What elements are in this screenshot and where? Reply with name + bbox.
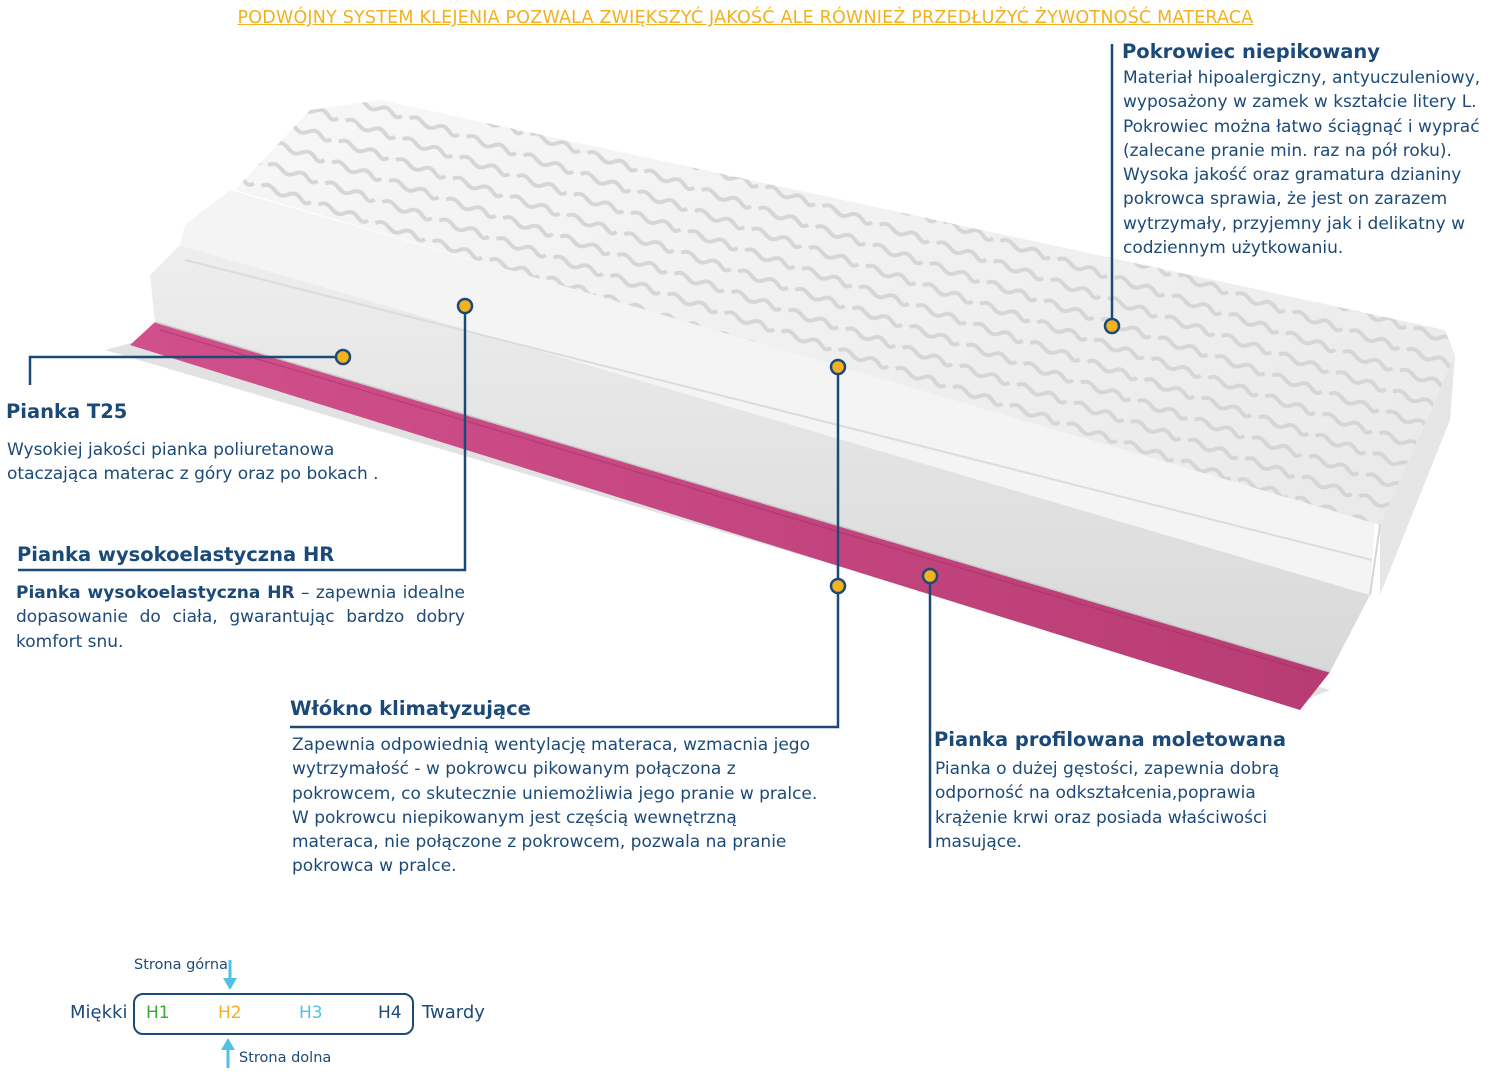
bottom-side-label: Strona dolna bbox=[239, 1050, 332, 1066]
level-h2: H2 bbox=[218, 1003, 242, 1023]
fiber-title: Włókno klimatyzujące bbox=[290, 697, 531, 720]
leader-line-t25 bbox=[28, 355, 340, 385]
fiber-description: Zapewnia odpowiednią wentylację materaca… bbox=[292, 733, 852, 879]
profiled-title: Pianka profilowana moletowana bbox=[934, 728, 1286, 751]
lower-foam-block bbox=[150, 245, 1370, 672]
text-line: W pokrowcu niepikowanym jest częścią wew… bbox=[292, 807, 737, 828]
scale-right-label: Twardy bbox=[422, 1002, 485, 1023]
text-line: odporność na odkształcenia,poprawia bbox=[935, 783, 1256, 804]
text-line: Pokrowiec można łatwo ściągnąć i wyprać bbox=[1123, 116, 1480, 137]
t25-title: Pianka T25 bbox=[6, 400, 128, 423]
arrow-down-icon bbox=[223, 960, 237, 990]
level-h3: H3 bbox=[299, 1003, 323, 1023]
cover-title: Pokrowiec niepikowany bbox=[1122, 40, 1380, 63]
text-line: pokrowcem, co skutecznie uniemożliwia je… bbox=[292, 783, 818, 804]
leader-line-hr bbox=[18, 306, 467, 572]
cover-description: Materiał hipoalergiczny, antyuczuleniowy… bbox=[1123, 66, 1491, 260]
text-line: codziennym użytkowaniu. bbox=[1123, 238, 1344, 259]
text-line: pokrowca w pralce. bbox=[292, 856, 457, 877]
level-h1: H1 bbox=[146, 1003, 170, 1023]
marker-cover bbox=[1103, 317, 1121, 335]
text-line: krążenie krwi oraz posiada właściwości bbox=[935, 807, 1268, 828]
leader-line-fiber bbox=[290, 367, 840, 729]
text-line: otaczająca materac z góry oraz po bokach… bbox=[7, 464, 379, 485]
arrow-up-icon bbox=[221, 1038, 235, 1068]
hr-description: Pianka wysokoelastyczna HR – zapewnia id… bbox=[16, 581, 465, 654]
text-line: (zalecane pranie min. raz na pół roku). bbox=[1123, 140, 1452, 161]
text-line: wytrzymały, przyjemny jak i delikatny w bbox=[1123, 213, 1466, 234]
firmness-scale bbox=[133, 993, 414, 1035]
level-h4: H4 bbox=[378, 1003, 402, 1023]
text-line: Wysokiej jakości pianka poliuretanowa bbox=[7, 440, 335, 460]
text-line: wytrzymałość - w pokrowcu pikowanym połą… bbox=[292, 759, 736, 780]
top-side-label: Strona górna bbox=[134, 957, 228, 973]
marker-fiber-top bbox=[829, 358, 847, 376]
pink-profiled-layer bbox=[130, 322, 1330, 710]
text-line: Zapewnia odpowiednią wentylację materaca… bbox=[292, 735, 810, 755]
marker-profiled bbox=[921, 567, 939, 585]
profiled-description: Pianka o dużej gęstości, zapewnia dobrą … bbox=[935, 757, 1315, 854]
text-line: Pianka o dużej gęstości, zapewnia dobrą bbox=[935, 759, 1280, 779]
text-line: masujące. bbox=[935, 831, 1022, 852]
marker-t25 bbox=[334, 348, 352, 366]
text-line: pokrowca sprawia, że jest on zarazem bbox=[1123, 189, 1448, 210]
hr-title: Pianka wysokoelastyczna HR bbox=[17, 543, 335, 566]
text-line: materaca, nie połączone z pokrowcem, poz… bbox=[292, 832, 787, 853]
top-banner: PODWÓJNY SYSTEM KLEJENIA POZWALA ZWIĘKSZ… bbox=[237, 8, 1254, 28]
text-line: Materiał hipoalergiczny, antyuczuleniowy… bbox=[1123, 68, 1481, 88]
marker-hr bbox=[456, 297, 474, 315]
text-line: Wysoka jakość oraz gramatura dzianiny bbox=[1123, 165, 1462, 186]
hr-lead: Pianka wysokoelastyczna HR bbox=[16, 583, 295, 603]
marker-fiber-bottom bbox=[829, 577, 847, 595]
hr-text: – zapewnia idealne dopasowanie do ciała,… bbox=[16, 583, 465, 652]
scale-left-label: Miękki bbox=[70, 1002, 128, 1023]
middle-layer bbox=[180, 190, 1375, 595]
text-line: wyposażony w zamek w kształcie litery L. bbox=[1123, 92, 1477, 113]
t25-description: Wysokiej jakości pianka poliuretanowa ot… bbox=[7, 438, 427, 487]
